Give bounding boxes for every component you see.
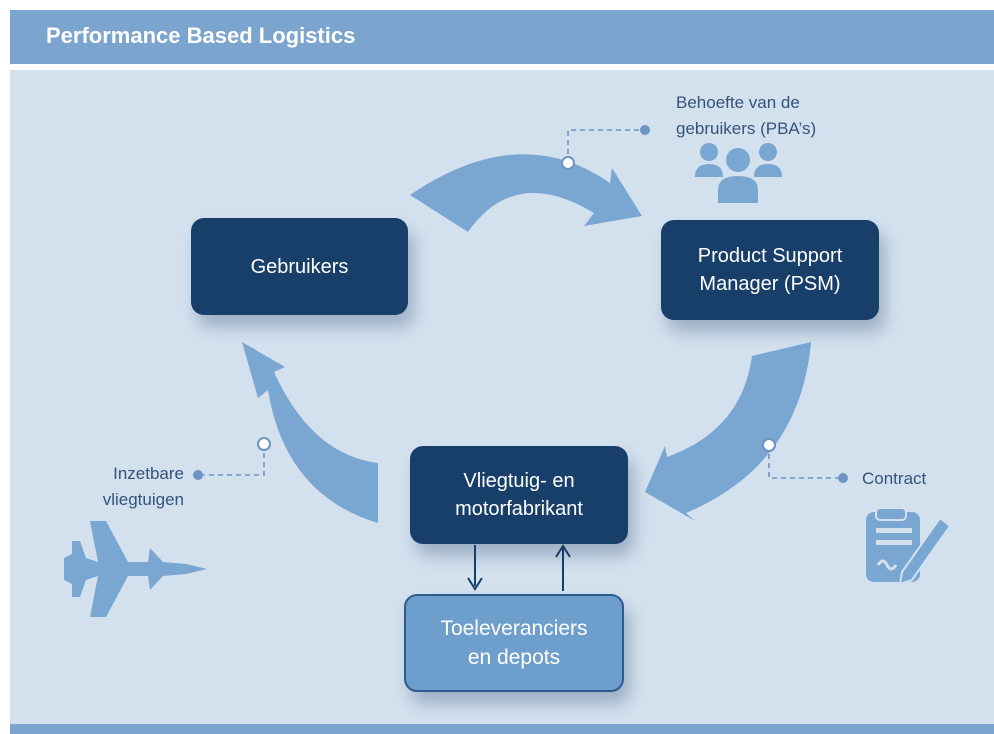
gebruikers-box: Gebruikers: [191, 218, 408, 315]
behoefte-label-line2: gebruikers (PBA’s): [676, 118, 817, 138]
psm-box: Product Support Manager (PSM): [661, 220, 879, 320]
fighter-jet-icon: [64, 521, 207, 617]
contract-label: Contract: [862, 466, 926, 492]
arrow-psm-to-fabrikant: [645, 342, 811, 521]
contract-icon: [866, 507, 952, 586]
arrow-fabrikant-to-toeleveranciers: [467, 545, 483, 591]
behoefte-label-line1: Behoefte van de: [676, 93, 800, 112]
contract-label-text: Contract: [862, 469, 927, 488]
toeleveranciers-label-line2: en depots: [467, 646, 561, 669]
toeleveranciers-box: Toeleveranciers en depots: [404, 594, 624, 692]
arrow-toeleveranciers-to-fabrikant: [555, 544, 571, 591]
gebruikers-label: Gebruikers: [250, 255, 349, 278]
fabrikant-label-line2: motorfabrikant: [455, 498, 583, 520]
inzetbare-connector: [193, 437, 271, 480]
bottom-bar: [10, 724, 994, 734]
inzetbare-label-line2: vliegtuigen: [102, 489, 184, 509]
inzetbare-label: Inzetbare vliegtuigen: [66, 461, 184, 512]
page-title: Performance Based Logistics: [46, 23, 356, 48]
contract-connector: [762, 438, 848, 483]
arrow-gebruikers-to-psm: [410, 154, 642, 232]
fabrikant-label-line1: Vliegtuig- en: [463, 470, 575, 492]
psm-label-line2: Manager (PSM): [699, 273, 841, 295]
people-icon: [695, 143, 782, 203]
psm-label-line1: Product Support: [697, 245, 843, 267]
behoefte-connector: [561, 125, 650, 170]
toeleveranciers-label-line1: Toeleveranciers: [440, 616, 588, 640]
fabrikant-box: Vliegtuig- en motorfabrikant: [410, 446, 628, 544]
header-bar: Performance Based Logistics: [10, 10, 994, 64]
inzetbare-label-line1: Inzetbare: [113, 464, 184, 483]
behoefte-label: Behoefte van de gebruikers (PBA’s): [676, 90, 816, 141]
arrow-fabrikant-to-gebruikers: [242, 342, 378, 523]
